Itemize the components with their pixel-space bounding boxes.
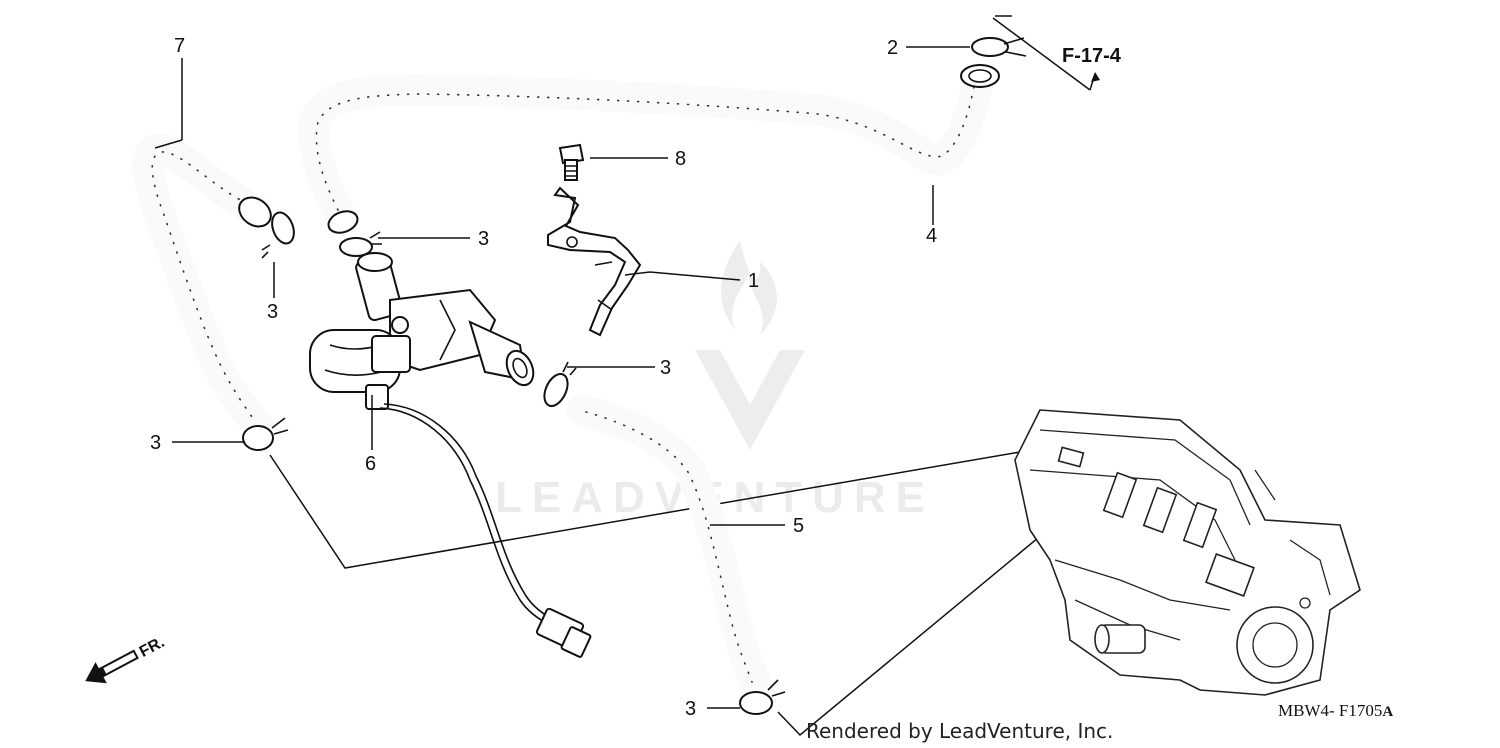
callout-leaders bbox=[154, 15, 1100, 709]
callout-3-middle: 3 bbox=[660, 357, 671, 379]
clamp-middle bbox=[543, 361, 577, 407]
diagram-code: MBW4- F1705A bbox=[1278, 701, 1393, 720]
callout-3-upper-left: 3 bbox=[267, 301, 278, 323]
engine-block bbox=[1014, 409, 1361, 696]
callout-5: 7 bbox=[174, 35, 185, 57]
reference-label: F-17-4 bbox=[1062, 45, 1122, 67]
callout-6: 5 bbox=[793, 515, 804, 537]
clamp-upper-center bbox=[339, 231, 382, 257]
callout-8: 8 bbox=[675, 148, 686, 170]
clamp-lower-right bbox=[739, 679, 786, 715]
callout-2: 2 bbox=[887, 37, 898, 59]
callout-4: 4 bbox=[926, 225, 937, 247]
diagram-code-main: MBW4- F1705 bbox=[1278, 701, 1382, 720]
clip-2 bbox=[971, 37, 1027, 57]
callout-7: 6 bbox=[365, 453, 376, 475]
clamp-lower-left bbox=[242, 417, 289, 451]
hose-6 bbox=[566, 394, 774, 704]
engine-leader-lines bbox=[269, 451, 1121, 737]
front-marker-label: FR. bbox=[137, 634, 168, 661]
diagram-code-suffix: A bbox=[1382, 704, 1393, 720]
callout-1: 1 bbox=[748, 270, 759, 292]
air-valve-7 bbox=[309, 252, 592, 658]
hose-5 bbox=[132, 134, 274, 441]
callout-3-lower-left: 3 bbox=[150, 432, 161, 454]
clamp-upper-left bbox=[261, 211, 295, 259]
credit-text: Rendered by LeadVenture, Inc. bbox=[806, 719, 1113, 743]
bracket-1 bbox=[547, 186, 642, 337]
callout-3-lower-right: 3 bbox=[685, 698, 696, 720]
bolt-8 bbox=[558, 143, 585, 181]
callouts: 7 3 3 8 1 3 4 2 3 6 5 3 bbox=[150, 35, 937, 720]
hose-4 bbox=[298, 64, 1000, 234]
callout-3-upper-center: 3 bbox=[478, 228, 489, 250]
front-direction-arrow: FR. bbox=[85, 634, 168, 684]
